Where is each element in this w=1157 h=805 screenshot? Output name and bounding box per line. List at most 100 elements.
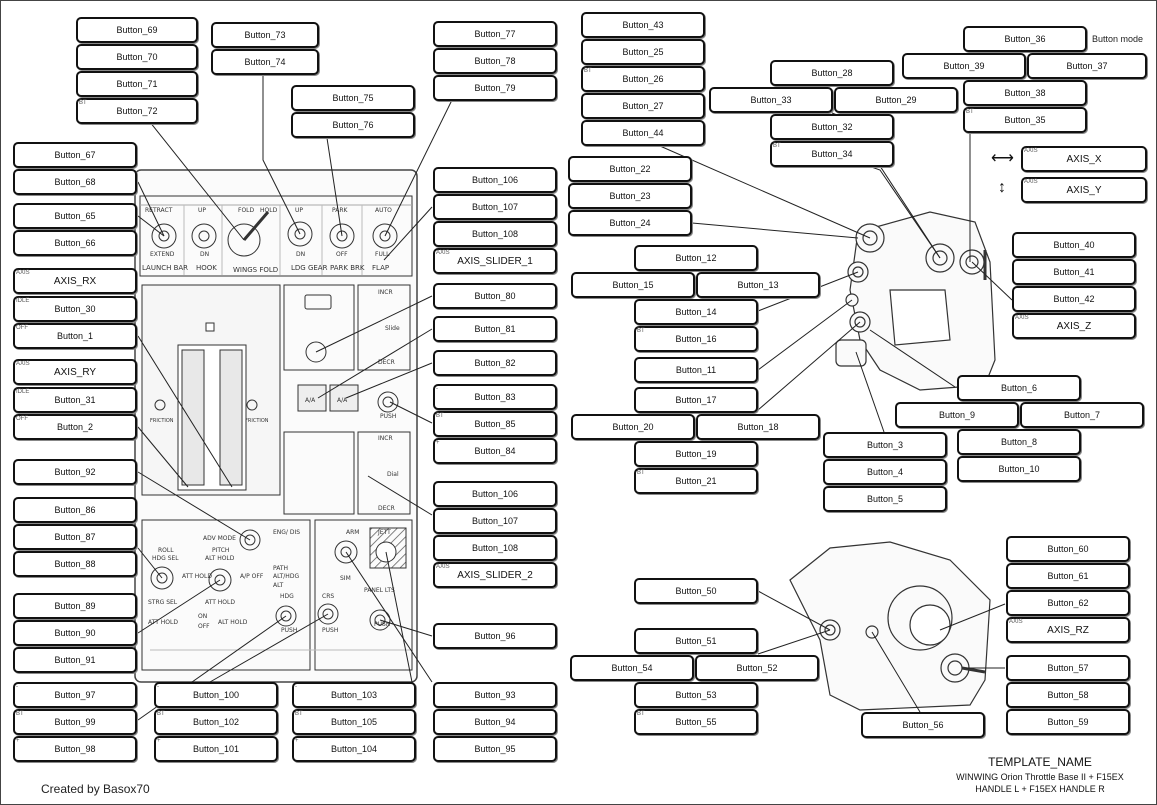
- label-tag: OFF: [16, 416, 28, 422]
- label-b56: Button_56: [861, 712, 985, 738]
- label-b93: Button_93: [433, 682, 557, 708]
- label-tag: BT: [79, 100, 87, 106]
- label-tag: BT: [584, 68, 592, 74]
- label-b40: Button_40: [1012, 232, 1136, 258]
- label-b107a: Button_107: [433, 194, 557, 220]
- label-text: Button_95: [474, 744, 516, 754]
- label-text: AXIS_Y: [1066, 184, 1102, 196]
- label-b81: Button_81: [433, 316, 557, 342]
- label-b32: Button_32: [770, 114, 894, 140]
- panel-engraving: WINGS FOLD: [233, 266, 278, 274]
- label-text: Button_51: [675, 636, 717, 646]
- panel-engraving: ADV MODE: [203, 535, 236, 542]
- label-b61: Button_61: [1006, 563, 1130, 589]
- label-text: AXIS_RY: [53, 366, 97, 378]
- panel-engraving: UP: [295, 207, 303, 214]
- label-text: Button_16: [675, 334, 717, 344]
- label-b54: Button_54: [570, 655, 694, 681]
- panel-engraving: SIM: [340, 575, 351, 582]
- label-text: Button_15: [612, 280, 654, 290]
- panel-engraving: LAUNCH BAR: [142, 264, 188, 272]
- label-tag: BT: [773, 143, 781, 149]
- template-subtitle-line2: HANDLE L + F15EX HANDLE R: [975, 784, 1105, 794]
- label-text: Button_24: [609, 218, 651, 228]
- label-text: Button_7: [1063, 410, 1101, 420]
- label-b15: Button_15: [571, 272, 695, 298]
- panel-engraving: ON: [198, 613, 207, 620]
- label-b89: Button_89: [13, 593, 137, 619]
- horizontal-arrow-icon: ⟷: [991, 150, 1014, 167]
- panel-engraving: OFF: [198, 623, 210, 630]
- label-b106a: Button_106: [433, 167, 557, 193]
- label-b11: Button_11: [634, 357, 758, 383]
- label-text: Button_1: [56, 331, 94, 341]
- label-text: Button_38: [1004, 88, 1046, 98]
- label-text: Button_30: [54, 304, 96, 314]
- label-text: Button_68: [54, 177, 96, 187]
- label-text: Button_103: [330, 690, 378, 700]
- label-text: Button_37: [1066, 61, 1108, 71]
- label-b104: +Button_104: [292, 736, 416, 762]
- panel-engraving: PARK BRK: [330, 264, 365, 272]
- label-text: Button_10: [998, 464, 1040, 474]
- panel-engraving: STRG SEL: [148, 599, 178, 606]
- panel-engraving: ATT HOLD: [148, 619, 178, 626]
- label-tag: BT: [16, 711, 24, 717]
- label-text: Button_108: [471, 229, 519, 239]
- label-b108b: Button_108: [433, 535, 557, 561]
- panel-engraving: FULL: [375, 251, 390, 258]
- label-b87: Button_87: [13, 524, 137, 550]
- label-b68: Button_68: [13, 169, 137, 195]
- label-b10: Button_10: [957, 456, 1081, 482]
- label-b67: Button_67: [13, 142, 137, 168]
- label-b58: Button_58: [1006, 682, 1130, 708]
- label-text: Button_12: [675, 253, 717, 263]
- label-text: Button_106: [471, 489, 519, 499]
- label-b1: OFF Button_1: [13, 323, 137, 349]
- label-b88: Button_88: [13, 551, 137, 577]
- label-tag: OFF: [16, 325, 28, 331]
- label-text: Button_62: [1047, 598, 1089, 608]
- panel-engraving: FLAP: [372, 264, 389, 272]
- button-mode-note: Button mode: [1092, 34, 1144, 44]
- label-b14: Button_14: [634, 299, 758, 325]
- label-text: Button_71: [116, 79, 158, 89]
- panel-engraving: UP: [198, 207, 206, 214]
- label-b91: Button_91: [13, 647, 137, 673]
- label-text: Button_28: [811, 68, 853, 78]
- panel-engraving: PUSH: [380, 413, 396, 420]
- label-text: Button_14: [675, 307, 717, 317]
- label-tag: AXIS: [1024, 179, 1038, 185]
- label-text: Button_106: [471, 175, 519, 185]
- label-b50: Button_50: [634, 578, 758, 604]
- label-b94: Button_94: [433, 709, 557, 735]
- label-text: Button_41: [1053, 267, 1095, 277]
- label-b25: Button_25: [581, 39, 705, 65]
- panel-engraving: Slide: [385, 325, 400, 332]
- label-b4: Button_4: [823, 459, 947, 485]
- template-subtitle-line1: WINWING Orion Throttle Base II + F15EX: [956, 772, 1124, 782]
- label-text: Button_107: [471, 202, 519, 212]
- label-b60: Button_60: [1006, 536, 1130, 562]
- label-b24: Button_24: [568, 210, 692, 236]
- panel-engraving: HOOK: [196, 264, 217, 272]
- panel-engraving: ALT HOLD: [205, 555, 235, 562]
- label-text: AXIS_SLIDER_1: [457, 255, 533, 267]
- label-text: AXIS_SLIDER_2: [457, 569, 533, 581]
- panel-engraving: ALT HOLD: [218, 619, 248, 626]
- label-b53: Button_53: [634, 682, 758, 708]
- label-b3: Button_3: [823, 432, 947, 458]
- label-b62: Button_62: [1006, 590, 1130, 616]
- label-tag: -: [436, 386, 438, 392]
- label-text: Button_100: [192, 690, 240, 700]
- panel-engraving: ATT HOLD: [182, 573, 212, 580]
- panel-engraving: CRS: [322, 593, 334, 600]
